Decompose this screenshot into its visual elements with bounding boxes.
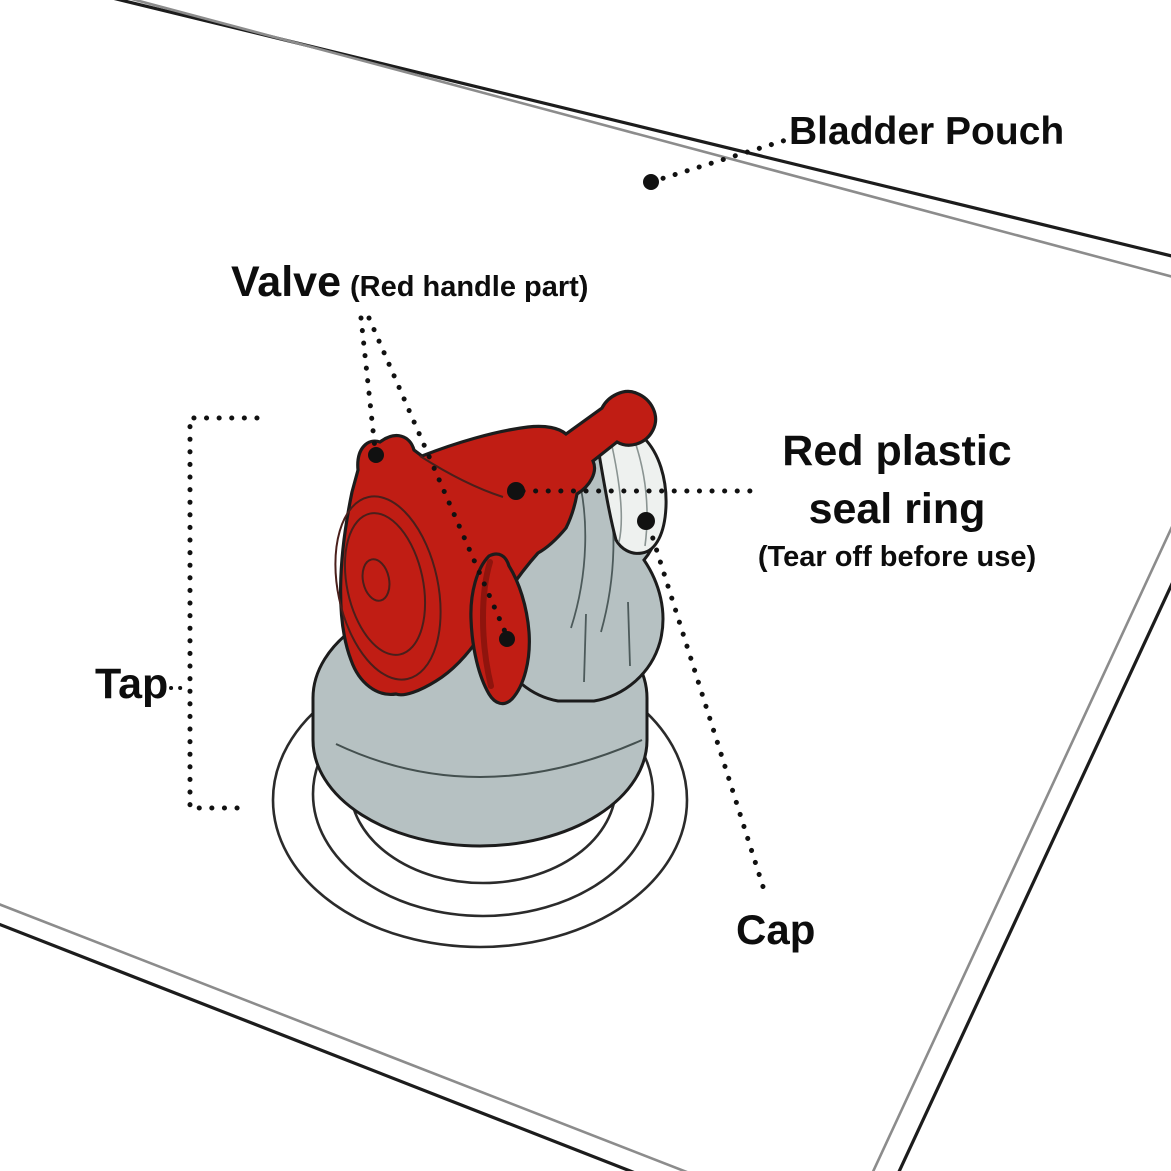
seal-ring-label-line1: Red plastic [782,427,1012,475]
tap-bracket [187,415,260,811]
dot-seal-ring [507,482,525,500]
pouch-right-edge [871,525,1171,1171]
bladder-pouch-label: Bladder Pouch [789,110,1065,153]
cap-label: Cap [736,906,816,953]
valve-face-rings [334,455,504,681]
valve-label-note: (Red handle part) [350,271,589,303]
dot-bladder-pouch [643,174,659,190]
seal-ring-label: Red plastic seal ring (Tear off before u… [736,422,1058,574]
dot-valve-tab [368,447,384,463]
leader-bladder-pouch [648,137,789,185]
seal-ring-label-line2: seal ring [808,485,986,533]
pouch-top-edge [113,0,1171,278]
seal-ring-lines [611,435,648,547]
leader-valve-a [358,315,378,452]
dot-cap [637,512,655,530]
valve-wing-shade [480,559,494,689]
valve-red-part [334,389,658,706]
seal-ring-label-note: (Tear off before use) [757,541,1037,573]
leader-cap [646,523,768,896]
valve-label: Valve (Red handle part) [231,258,588,307]
valve-label-main: Valve [231,258,341,306]
tap-label: Tap [95,660,169,708]
pouch-bottom-edge [0,903,688,1171]
leader-lines [169,137,789,896]
leader-endpoint-dots [368,174,659,647]
dot-valve-wing [499,631,515,647]
